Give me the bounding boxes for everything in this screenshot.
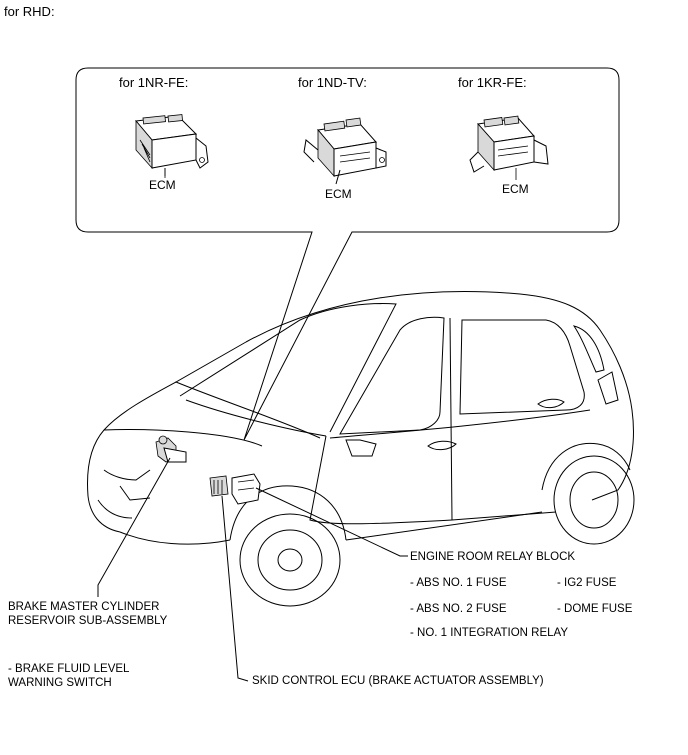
dome-fuse-label: - DOME FUSE — [557, 603, 633, 615]
abs-no1-fuse-label: - ABS NO. 1 FUSE — [410, 577, 507, 589]
brake-master-cylinder-label-line1: BRAKE MASTER CYLINDER — [8, 601, 160, 613]
ecm-label-1nr-fe: ECM — [149, 178, 176, 192]
brake-fluid-switch-label-line1: - BRAKE FLUID LEVEL — [8, 663, 130, 675]
integration-relay-label: - NO. 1 INTEGRATION RELAY — [410, 627, 569, 639]
ecm-1kr-fe-illustration — [469, 115, 549, 180]
brake-actuator-illustration — [209, 475, 229, 497]
skid-control-ecu-label: SKID CONTROL ECU (BRAKE ACTUATOR ASSEMBL… — [252, 675, 544, 687]
callout-bubble — [75, 67, 620, 441]
engine-room-relay-block-label: ENGINE ROOM RELAY BLOCK — [410, 551, 576, 563]
page-heading: for RHD: — [4, 4, 55, 19]
ig2-fuse-label: - IG2 FUSE — [557, 577, 617, 589]
ecm-label-1nd-tv: ECM — [325, 187, 352, 201]
leader-skid-control-ecu — [221, 495, 249, 682]
vehicle-outline — [87, 291, 635, 607]
brake-master-cylinder-label-line2: RESERVOIR SUB-ASSEMBLY — [8, 615, 168, 627]
leader-engine-room-relay-block — [255, 487, 408, 557]
abs-no2-fuse-label: - ABS NO. 2 FUSE — [410, 603, 507, 615]
leader-brake-master-cylinder — [97, 457, 171, 597]
ecm-1nr-fe-illustration — [135, 114, 209, 176]
relay-block-illustration — [231, 473, 261, 505]
brake-reservoir-illustration — [155, 435, 187, 463]
variant-label-1nd-tv: for 1ND-TV: — [298, 75, 367, 90]
variant-label-1nr-fe: for 1NR-FE: — [119, 75, 189, 90]
brake-fluid-switch-label-line2: WARNING SWITCH — [8, 677, 112, 689]
ecm-1nd-tv-illustration — [303, 117, 387, 185]
ecm-label-1kr-fe: ECM — [502, 182, 529, 196]
variant-label-1kr-fe: for 1KR-FE: — [458, 75, 527, 90]
